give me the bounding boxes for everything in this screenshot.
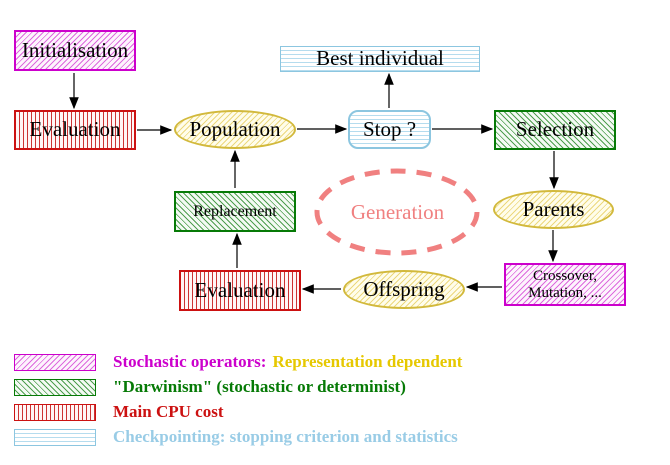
- legend-text-cpu-cost: Main CPU cost: [113, 402, 224, 421]
- legend-swatch-green-hatch: [14, 378, 96, 396]
- node-evaluation-bottom: Evaluation: [179, 270, 301, 311]
- node-parents: Parents: [493, 190, 614, 229]
- legend-text-darwinism: "Darwinism" (stochastic or determinist): [113, 377, 406, 396]
- node-crossover-mutation: Crossover, Mutation, ...: [504, 263, 626, 306]
- node-selection: Selection: [494, 110, 616, 150]
- node-initialisation: Initialisation: [14, 30, 136, 71]
- node-evaluation-top: Evaluation: [14, 110, 136, 150]
- legend-text-checkpointing: Checkpointing: stopping criterion and st…: [113, 427, 458, 446]
- legend-row-cpu-cost: Main CPU cost: [14, 402, 223, 422]
- legend-swatch-magenta-hatch: [14, 353, 96, 371]
- crossover-line1: Crossover,: [533, 268, 597, 284]
- node-stop: Stop ?: [348, 110, 431, 149]
- node-best-individual: Best individual: [280, 46, 480, 72]
- node-offspring: Offspring: [343, 270, 465, 309]
- node-population: Population: [174, 110, 296, 149]
- legend-text-representation: Representation dependent: [272, 352, 463, 371]
- legend-row-stochastic: Stochastic operators: Representation dep…: [14, 352, 462, 372]
- generation-label: Generation: [350, 199, 445, 224]
- legend-text-stochastic: Stochastic operators:: [113, 352, 267, 371]
- legend-row-darwinism: "Darwinism" (stochastic or determinist): [14, 377, 406, 397]
- node-replacement: Replacement: [174, 191, 296, 232]
- legend-swatch-cyan-stripes: [14, 428, 96, 446]
- crossover-line2: Mutation, ...: [528, 284, 602, 301]
- legend-row-checkpointing: Checkpointing: stopping criterion and st…: [14, 427, 458, 447]
- legend-swatch-red-stripes: [14, 403, 96, 421]
